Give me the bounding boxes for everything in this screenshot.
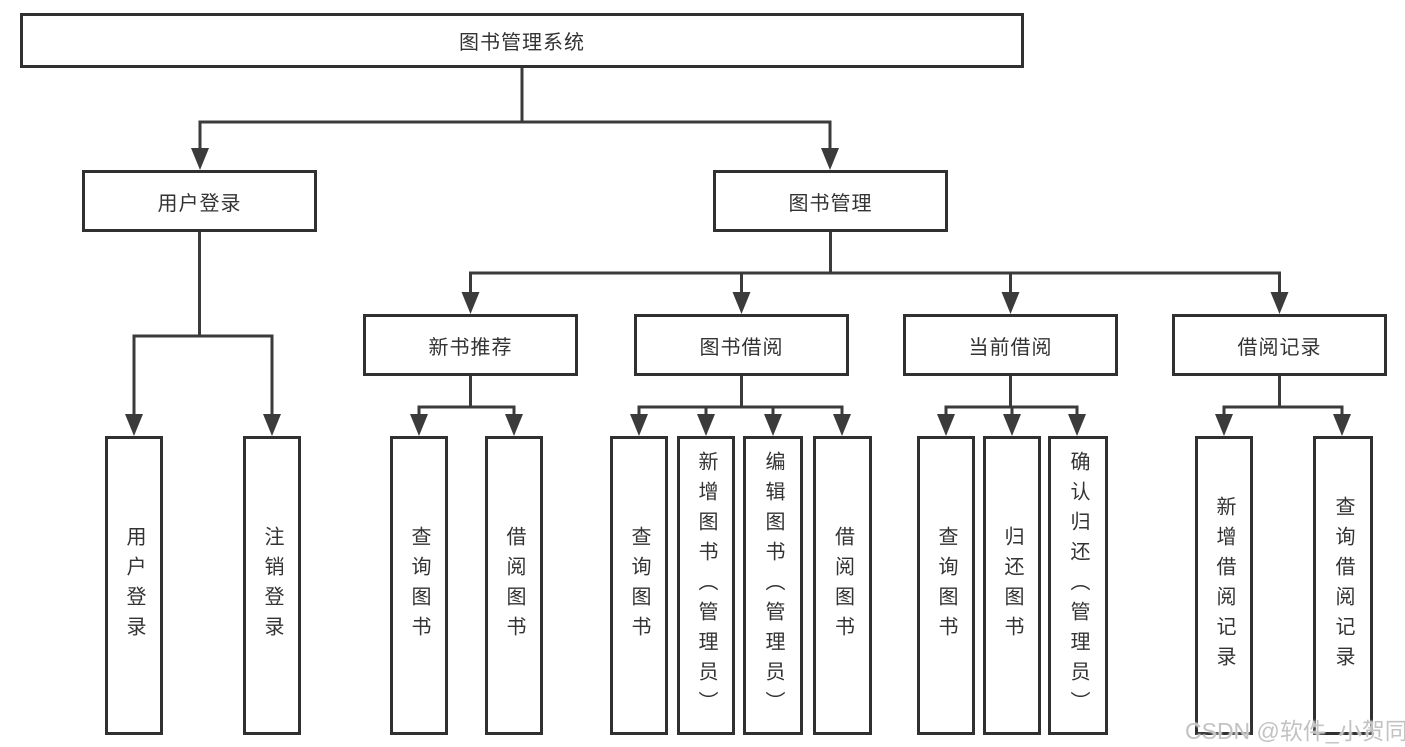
node-label: 查询图书 [628, 525, 650, 646]
leaf-borrow-edit-books-admin: 编辑图书（管理员） [743, 436, 803, 735]
arrowhead-down-icon [764, 414, 782, 436]
node-book-management-system: 图书管理系统 [20, 13, 1024, 68]
node-label: 图书管理系统 [459, 32, 585, 54]
arrowhead-down-icon [1215, 414, 1233, 436]
leaf-newbook-borrow-books: 借阅图书 [485, 436, 543, 735]
node-book-borrow: 图书借阅 [634, 314, 849, 376]
node-label: 归还图书 [1001, 525, 1023, 646]
edge-bookmgmt-bracket [469, 271, 1281, 308]
arrowhead-down-icon [125, 414, 143, 436]
leaf-newbook-query-books: 查询图书 [390, 436, 448, 735]
leaf-borrow-add-books-admin: 新增图书（管理员） [677, 436, 735, 735]
arrowhead-down-icon [191, 148, 209, 170]
node-label: 用户登录 [123, 525, 145, 646]
node-borrow-records: 借阅记录 [1172, 314, 1387, 376]
node-label: 查询借阅记录 [1332, 495, 1354, 676]
edge-newbook-bracket [417, 405, 516, 430]
leaf-borrow-query-books: 查询图书 [610, 436, 668, 735]
arrowhead-down-icon [821, 148, 839, 170]
node-label: 借阅图书 [831, 525, 854, 646]
arrowhead-down-icon [1333, 414, 1351, 436]
watermark-text: CSDN @软件_小贺同学 [1185, 718, 1405, 744]
arrowhead-down-icon [697, 414, 715, 436]
edge-userlogin-bracket [132, 334, 274, 430]
node-label: 用户登录 [157, 192, 242, 215]
node-label: 当前借阅 [968, 336, 1053, 359]
edge-records-bracket [1222, 405, 1344, 430]
leaf-current-return-books: 归还图书 [983, 436, 1041, 735]
leaf-current-query-books: 查询图书 [917, 436, 975, 735]
leaf-borrow-borrow-books: 借阅图书 [813, 436, 872, 735]
edge-root-bracket [198, 120, 832, 164]
arrowhead-down-icon [461, 292, 480, 314]
node-label: 查询图书 [408, 525, 430, 646]
leaf-user-login: 用户登录 [105, 436, 163, 735]
arrowhead-down-icon [1068, 414, 1086, 436]
node-label: 注销登录 [261, 525, 283, 646]
arrowhead-down-icon [410, 414, 428, 436]
arrowhead-down-icon [732, 292, 751, 314]
node-label: 图书借阅 [699, 336, 784, 359]
node-book-management: 图书管理 [713, 170, 948, 232]
leaf-records-query-record: 查询借阅记录 [1313, 436, 1373, 735]
node-label: 确认归还（管理员） [1067, 450, 1089, 721]
leaf-logout: 注销登录 [243, 436, 301, 735]
arrowhead-down-icon [505, 414, 523, 436]
arrowhead-down-icon [937, 414, 955, 436]
leaf-records-add-record: 新增借阅记录 [1195, 436, 1253, 735]
edge-borrow-bracket [637, 405, 844, 430]
node-label: 新书推荐 [428, 336, 513, 359]
node-label: 查询图书 [935, 525, 957, 646]
node-user-login: 用户登录 [82, 170, 317, 232]
arrowhead-down-icon [263, 414, 281, 436]
node-current-borrow: 当前借阅 [903, 314, 1118, 376]
arrowhead-down-icon [1001, 292, 1020, 314]
node-label: 借阅记录 [1237, 336, 1322, 359]
arrowhead-down-icon [630, 414, 648, 436]
node-new-book-recommend: 新书推荐 [363, 314, 578, 376]
arrowhead-down-icon [1003, 414, 1021, 436]
node-label: 新增借阅记录 [1213, 495, 1235, 676]
leaf-current-confirm-return-admin: 确认归还（管理员） [1048, 436, 1108, 735]
node-label: 新增图书（管理员） [695, 450, 717, 721]
node-label: 编辑图书（管理员） [762, 450, 784, 721]
arrowhead-down-icon [1270, 292, 1289, 314]
node-label: 借阅图书 [503, 525, 525, 646]
node-label: 图书管理 [788, 192, 873, 215]
arrowhead-down-icon [833, 414, 851, 436]
